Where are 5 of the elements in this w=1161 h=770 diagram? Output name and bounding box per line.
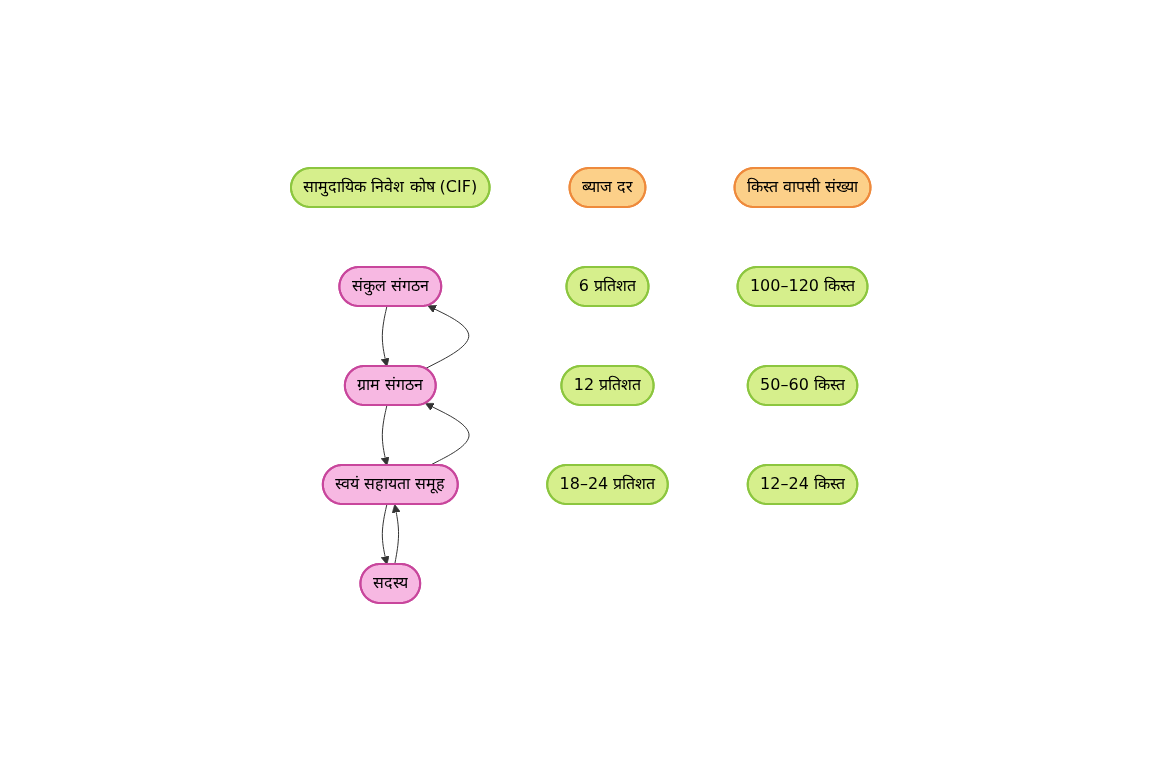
arrow <box>391 503 401 565</box>
arrow <box>424 402 470 466</box>
arrow <box>380 503 390 565</box>
arrow <box>380 404 390 466</box>
arrow <box>380 305 390 367</box>
